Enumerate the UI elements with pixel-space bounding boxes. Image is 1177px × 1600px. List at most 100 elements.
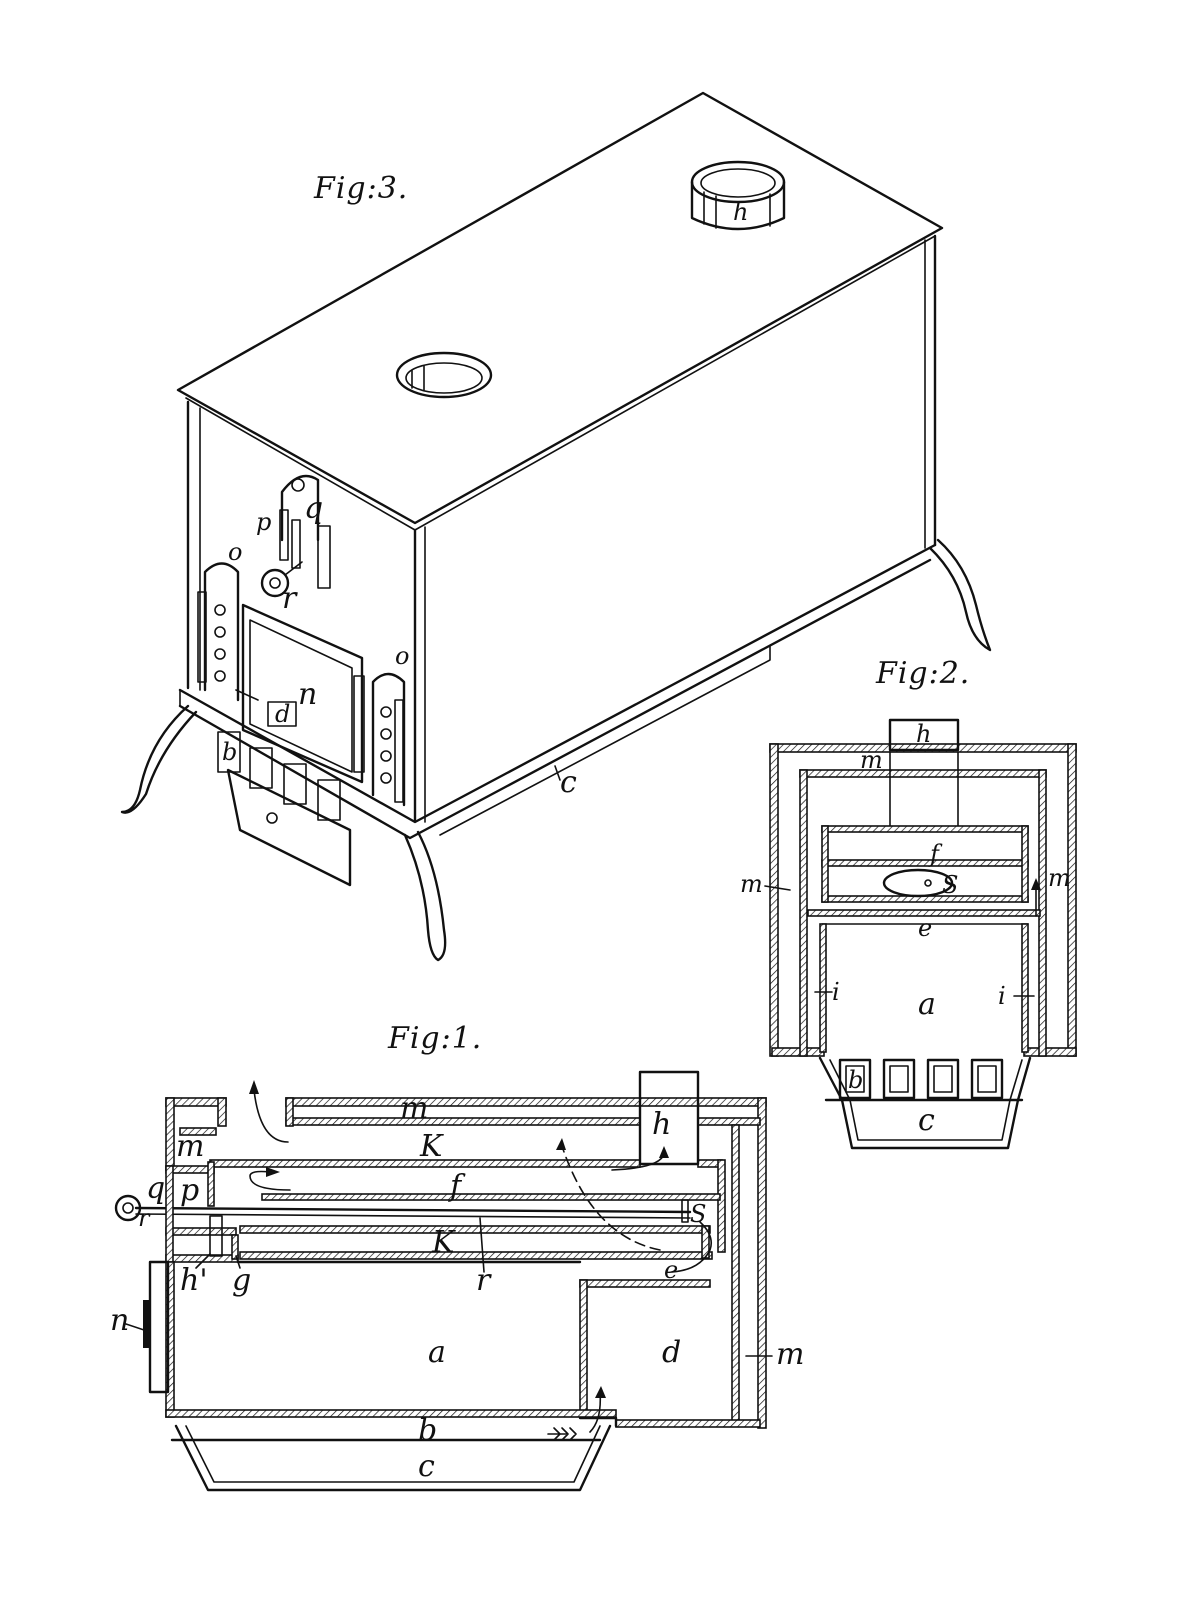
fig1-firebox-step xyxy=(579,1279,711,1288)
fig3-label-q: q xyxy=(304,491,323,526)
fig2-fluebox-top xyxy=(821,825,1029,833)
figure-1-longitudinal-section: Fig:1. h f xyxy=(110,1021,804,1492)
fig1-firebox-divider xyxy=(579,1279,588,1419)
fig1-label-b: b xyxy=(418,1413,437,1448)
fig1-leader-n xyxy=(125,1323,151,1333)
fig2-fluebox-mid xyxy=(821,859,1029,867)
fig2-inner-left-wall xyxy=(799,769,808,1057)
fig1-leader-h-prime xyxy=(195,1253,211,1269)
fig1-damper-rod-r xyxy=(134,1206,692,1214)
fig1-rod-ring xyxy=(114,1194,142,1222)
fig2-title: Fig:2. xyxy=(875,656,970,691)
fig1-label-p: p xyxy=(180,1173,199,1208)
fig3-label-n: n xyxy=(298,677,317,712)
fig1-label-r-bottom: r xyxy=(476,1263,492,1298)
fig3-label-c: c xyxy=(560,765,577,800)
fig2-lining-left xyxy=(819,923,827,1053)
figure-2-transverse-section: Fig:2. h f S e m m xyxy=(740,656,1077,1150)
fig1-outer-left-wall xyxy=(165,1097,175,1171)
fig2-outer-right-wall xyxy=(1067,743,1077,1057)
fig2-label-m-top: m xyxy=(860,746,883,774)
fig1-left-chamber-floor xyxy=(165,1227,237,1236)
fig3-label-d: d xyxy=(275,700,290,728)
fig2-label-b: b xyxy=(848,1066,863,1094)
fig1-k-chamber-top xyxy=(285,1117,641,1126)
fig3-ashpit-edge xyxy=(439,645,771,836)
fig3-title: Fig:3. xyxy=(313,171,408,206)
fig1-label-q: q xyxy=(146,1171,165,1206)
fig1-label-m-left: m xyxy=(176,1129,204,1164)
fig3-damper-assembly xyxy=(260,474,331,598)
fig2-outer-left-wall xyxy=(769,743,779,1057)
fig3-base-band-bottom xyxy=(178,558,932,840)
fig2-damper-pivot xyxy=(924,879,932,887)
fig2-flue-h xyxy=(888,718,960,752)
fig2-label-c: c xyxy=(918,1103,935,1138)
fig1-label-a: a xyxy=(428,1335,446,1370)
fig1-leader-g xyxy=(235,1255,241,1269)
fig1-inner-right-wall xyxy=(731,1124,740,1426)
fig3-fire-door xyxy=(235,603,365,784)
fig2-label-i-right: i xyxy=(998,982,1006,1010)
fig1-label-e: e xyxy=(664,1256,678,1284)
fig3-top-plate xyxy=(176,91,944,525)
fig2-flow-arrow-head xyxy=(1031,878,1041,890)
fig1-outer-top-left-wall xyxy=(165,1097,227,1107)
fig1-damper-s xyxy=(681,1199,689,1223)
fig2-ash-pit-inner xyxy=(829,1059,1023,1141)
fig2-outer-foot-right xyxy=(1023,1047,1077,1057)
fig2-label-h: h xyxy=(916,720,931,748)
fig1-outer-top-wall xyxy=(285,1097,767,1107)
fig1-label-s: S xyxy=(690,1200,706,1228)
fig1-left-chamber-outer xyxy=(165,1165,174,1263)
fig1-label-c: c xyxy=(418,1449,435,1484)
fig2-inner-top-wall xyxy=(799,769,1047,778)
fig1-second-shell-top xyxy=(697,1117,761,1126)
fig2-label-m-right: m xyxy=(1048,864,1071,892)
fig2-lining-right xyxy=(1021,923,1029,1053)
fig3-label-r: r xyxy=(282,581,298,616)
fig1-ash-pit-inner xyxy=(185,1425,601,1483)
fig1-label-n: n xyxy=(110,1303,129,1338)
fig1-title: Fig:1. xyxy=(387,1021,482,1056)
fig2-label-s: S xyxy=(942,871,958,899)
fig1-label-d: d xyxy=(662,1335,681,1370)
fig3-label-h: h xyxy=(733,198,748,226)
fig3-front-pipe-hole xyxy=(395,351,493,399)
fig2-fluebox-left xyxy=(821,825,829,903)
fig1-label-h-prime: h' xyxy=(180,1263,208,1298)
fig3-flue-collar-h xyxy=(690,160,786,231)
fig1-second-chamber-floor xyxy=(615,1419,761,1428)
fig1-k-chamber-right xyxy=(717,1159,726,1253)
fig1-flow-arrows xyxy=(249,1080,713,1441)
fig2-outer-foot-left xyxy=(771,1047,825,1057)
fig3-ash-pit-knob xyxy=(266,812,278,824)
fig3-top-plate-edge xyxy=(185,235,936,531)
fig3-right-hinge-strap xyxy=(371,672,406,807)
fig2-plate-e xyxy=(807,909,1041,917)
fig1-leader-r-bottom xyxy=(479,1217,485,1273)
fig1-flue-h xyxy=(638,1070,700,1166)
fig3-left-hinge-strap xyxy=(197,562,240,702)
fig2-label-m-left: m xyxy=(740,870,763,898)
fig2-grate-bars xyxy=(838,1058,1004,1100)
fig1-left-chamber-top xyxy=(179,1127,217,1136)
fig2-label-a: a xyxy=(918,987,936,1022)
fig1-plate-g xyxy=(231,1234,239,1260)
fig1-firebox-step-edge xyxy=(578,1416,618,1428)
fig3-ash-pit xyxy=(226,768,352,887)
fig1-label-m-right: m xyxy=(776,1337,804,1372)
fig1-door-handle xyxy=(143,1300,151,1348)
fig3-label-b: b xyxy=(222,738,237,766)
fig1-grate-level-b xyxy=(165,1409,617,1418)
fig1-k-lower-chamber xyxy=(239,1251,713,1260)
fig3-leg-back-right xyxy=(928,538,992,652)
fig1-label-g: g xyxy=(232,1263,251,1298)
fig1-damper-rod-r-lower xyxy=(135,1213,691,1219)
fig1-left-chamber-partition xyxy=(207,1161,215,1207)
fig1-label-r-left: r xyxy=(138,1204,151,1232)
figure-3-perspective-stove: Fig:3. h xyxy=(120,91,992,962)
fig1-outer-right-wall xyxy=(757,1097,767,1429)
fig3-label-o-left: o xyxy=(228,538,242,566)
fig2-ash-pit xyxy=(818,1056,1032,1150)
